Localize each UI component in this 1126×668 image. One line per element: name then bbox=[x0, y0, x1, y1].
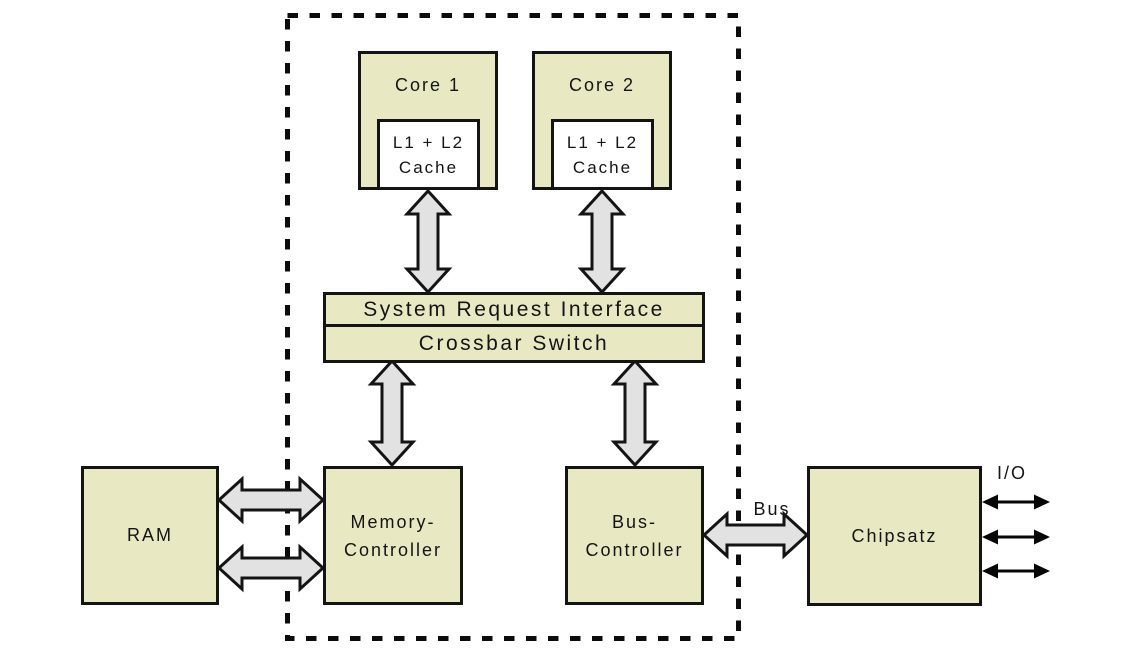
ram-label: RAM bbox=[127, 525, 173, 545]
core2-sri-double-arrow-icon bbox=[577, 188, 627, 295]
buscontroller-chipset-bus-double-arrow-icon bbox=[701, 510, 810, 560]
memory-controller-line2: Controller bbox=[343, 539, 443, 560]
core2-label: Core 2 bbox=[568, 74, 636, 95]
memory-controller-line1: Memory- bbox=[350, 511, 436, 532]
io-double-arrow-2-icon bbox=[982, 529, 1050, 545]
core1-cache-box: L1 + L2 Cache bbox=[377, 119, 480, 190]
crossbar-switch-box: Crossbar Switch bbox=[418, 331, 610, 355]
memory-controller-box: Memory- Controller bbox=[323, 466, 463, 605]
core2-cache-line2: Cache bbox=[572, 157, 633, 177]
io-label: I/O bbox=[996, 463, 1027, 483]
core1-cache-line2: Cache bbox=[398, 157, 459, 177]
ram-box: RAM bbox=[81, 466, 219, 605]
cpu-package-dashed-boundary bbox=[285, 13, 741, 641]
core1-sri-double-arrow-icon bbox=[403, 188, 453, 295]
ram-memorycontroller-upper-double-arrow-icon bbox=[216, 475, 326, 525]
chipset-box: Chipsatz bbox=[807, 466, 982, 606]
core2-cache-line1: L1 + L2 bbox=[566, 132, 639, 152]
ram-memorycontroller-lower-double-arrow-icon bbox=[216, 543, 326, 593]
bus-controller-box: Bus- Controller bbox=[565, 466, 704, 605]
bus-controller-line2: Controller bbox=[585, 539, 684, 560]
system-request-interface-box: System Request Interface bbox=[326, 295, 702, 327]
core2-cache-box: L1 + L2 Cache bbox=[551, 119, 654, 190]
crossbar-memorycontroller-double-arrow-icon bbox=[367, 358, 417, 468]
core1-box: Core 1 L1 + L2 Cache bbox=[358, 51, 498, 190]
core2-box: Core 2 L1 + L2 Cache bbox=[532, 51, 672, 190]
chipset-label: Chipsatz bbox=[851, 525, 938, 546]
bus-controller-line1: Bus- bbox=[611, 511, 657, 532]
interconnect-stack: System Request Interface Crossbar Switch bbox=[323, 292, 705, 363]
io-double-arrow-1-icon bbox=[982, 494, 1050, 510]
crossbar-buscontroller-double-arrow-icon bbox=[610, 358, 660, 468]
io-double-arrow-3-icon bbox=[982, 563, 1050, 579]
bus-label: Bus bbox=[753, 499, 791, 519]
core1-cache-line1: L1 + L2 bbox=[392, 132, 465, 152]
core1-label: Core 1 bbox=[394, 74, 462, 95]
